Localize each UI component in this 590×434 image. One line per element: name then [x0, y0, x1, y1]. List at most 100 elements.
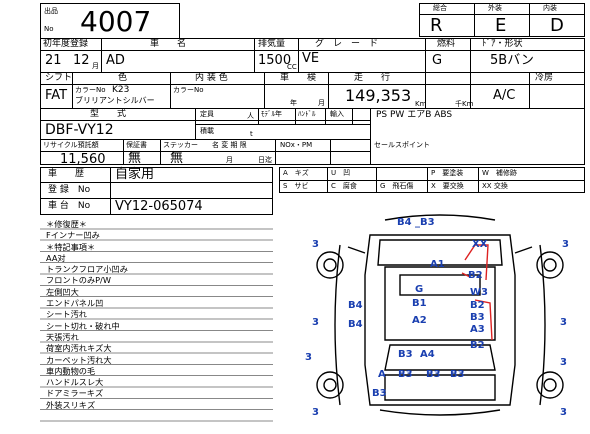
warranty-value: 無 [128, 151, 142, 166]
color-no-label: カラーNo [75, 86, 106, 94]
label-model-year: ﾓﾃﾞﾙ年 [261, 110, 282, 118]
label-history: 車 歴 [48, 169, 85, 179]
legend-p: P 要塗装 [431, 169, 464, 177]
mark-b2-a: B2 [470, 300, 485, 311]
grade: VE [302, 51, 320, 66]
model-code: DBF-VY12 [45, 122, 114, 138]
mark-a1: A1 [430, 259, 445, 270]
mark-b3-rear-2: B3 [426, 369, 441, 380]
first-reg-year: 21 [45, 53, 62, 68]
legend-g: G 飛石傷 [380, 182, 414, 190]
label-first-reg: 初年度登録 [43, 39, 89, 49]
sticker-value: 無 [170, 151, 184, 166]
note-item: エンドパネル凹 [46, 298, 104, 309]
label-displacement: 排気量 [258, 39, 286, 49]
note-item: ハンドルスレ大 [46, 377, 104, 388]
notes-lines [40, 218, 273, 430]
lot-label-top: 出品 [44, 7, 58, 15]
load-unit: t [250, 130, 253, 138]
capacity-unit: 人 [247, 112, 254, 120]
mark-3-h: 3 [560, 357, 567, 368]
car-diagram: B4 _B3 XX A1 B2 W3 B2 B3 A3 B2 G B1 A2 B… [305, 214, 569, 418]
legend-x: X 要交換 [431, 182, 464, 190]
notes-area: ＊修復歴＊Fインナー凹み＊特記事項＊AA对トランクフロア小凹みフロントのみP/W… [40, 218, 273, 430]
name-change-day: 日迄 [258, 156, 272, 164]
lot-label-bottom: No [44, 25, 54, 33]
shaken-month-unit: 月 [318, 99, 325, 107]
interior-color-no-label: カラーNo [173, 86, 204, 94]
label-capacity: 定員 [200, 110, 214, 118]
mark-b3-rear-3: B3 [450, 369, 465, 380]
mark-b4-b: B4 [348, 319, 363, 330]
mark-b2-front: B2 [468, 270, 483, 281]
score-box [419, 3, 585, 37]
mark-xx: XX [472, 239, 488, 250]
label-load: 積載 [200, 127, 214, 135]
note-item: フロントのみP/W [46, 275, 111, 286]
label-grade: グ レ ー ド [315, 39, 379, 49]
label-import: 輸入 [330, 110, 344, 118]
thousand-km-unit: 千Km [455, 100, 474, 108]
mark-g: G [415, 284, 423, 295]
car-name: AD [106, 53, 125, 68]
label-recycle: リサイクル預託額 [43, 141, 99, 149]
month-unit: 月 [92, 62, 99, 70]
mileage: 149,353 [345, 86, 412, 105]
name-change-month: 月 [226, 156, 233, 164]
mark-b3-rear-4: B3 [372, 388, 387, 399]
note-item: ＊特記事項＊ [46, 241, 96, 252]
legend-xx: XX 交換 [482, 182, 508, 190]
mark-a2: A2 [412, 315, 427, 326]
score-label-interior: 内装 [543, 4, 557, 12]
label-fuel: 燃料 [437, 39, 456, 49]
label-chassis-no: 車 台 No [48, 201, 91, 211]
chassis-no: VY12-065074 [115, 199, 203, 214]
note-item: ドアミラーキズ [46, 388, 104, 399]
note-item: トランクフロア小凹み [46, 264, 128, 275]
score-interior: D [550, 15, 564, 36]
legend-c: C 腐食 [331, 182, 357, 190]
mark-3-d: 3 [560, 317, 567, 328]
legend-w: W 補修跡 [482, 169, 517, 177]
label-car-name: 車 名 [150, 39, 187, 49]
note-item: シート切れ・破れ中 [46, 320, 120, 331]
label-shift: シフト [45, 73, 73, 83]
mark-b3-bottom: B3 [398, 349, 413, 360]
label-mileage: 走 行 [354, 73, 391, 83]
score-label-overall: 総合 [433, 4, 447, 12]
label-sales-point: セールスポイント [374, 141, 430, 149]
mark-b1: B1 [412, 298, 427, 309]
label-interior-color: 内 装 色 [195, 73, 228, 83]
spec-grid [40, 38, 585, 165]
mark-a4: A4 [420, 349, 435, 360]
mark-3-e: 3 [305, 352, 312, 363]
mark-b4-a: B4 [348, 300, 363, 311]
score-label-exterior: 外装 [488, 4, 502, 12]
label-registration-no: 登 録 No [48, 185, 91, 195]
history-box [40, 167, 273, 215]
mark-3-f: 3 [312, 407, 319, 418]
color-name: ブリリアントシルバー [75, 96, 155, 105]
label-ac: 冷房 [535, 73, 554, 83]
mark-b3-rear-1: B3 [398, 369, 413, 380]
label-sticker: ステッカー [163, 141, 198, 149]
label-shaken: 車 検 [280, 73, 317, 83]
score-overall: R [430, 15, 443, 36]
displacement: 1500 [258, 53, 292, 68]
label-type: 型 式 [90, 109, 127, 119]
score-exterior: E [495, 15, 507, 36]
shaken-year-unit: 年 [290, 99, 297, 107]
note-item: 荷室内汚れキズ大 [46, 343, 112, 354]
note-item: Fインナー凹み [46, 230, 100, 241]
label-name-change: 名 変 期 限 [212, 141, 247, 149]
note-item: AA对 [46, 252, 66, 263]
recycle-fee: 11,560 [60, 152, 106, 167]
note-item: 天張汚れ [46, 331, 79, 342]
legend-a: A キズ [283, 169, 309, 177]
first-reg-month: 12 [73, 53, 90, 68]
history-value: 自家用 [115, 167, 155, 182]
label-nox: NOx・PM [280, 141, 313, 149]
legend-s: S サビ [283, 182, 309, 190]
notes-list: ＊修復歴＊Fインナー凹み＊特記事項＊AA对トランクフロア小凹みフロントのみP/W… [46, 219, 128, 411]
note-item: カーペット汚れ大 [46, 354, 112, 365]
